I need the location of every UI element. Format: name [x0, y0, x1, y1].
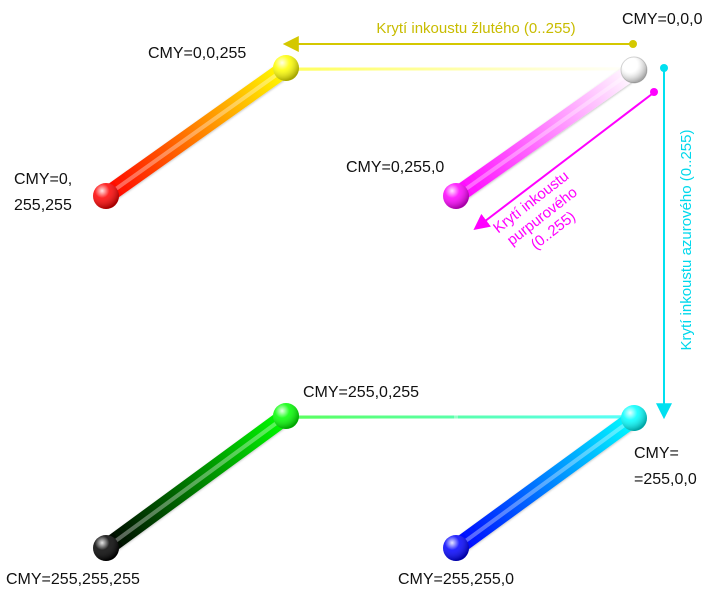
cube-edge [277, 59, 643, 79]
magenta-axis-arrow [473, 93, 653, 230]
vertex-sphere-shading [621, 405, 647, 431]
cube-vertices [93, 55, 648, 561]
vertex-label-back-top-right: CMY=0,0,0 [622, 11, 703, 28]
cube-edge-highlight [454, 416, 636, 550]
vertex-label-front-top-right: CMY=0,255,0 [346, 159, 444, 176]
cyan-axis-label: Krytí inkoustu azurového (0..255) [678, 130, 695, 351]
yellow-axis-origin-dot [629, 40, 637, 48]
vertex-sphere-shading [93, 183, 119, 209]
vertex-sphere-shading [443, 183, 469, 209]
vertex-sphere-shading [443, 535, 469, 561]
yellow-axis: Krytí inkoustu žlutého (0..255) [282, 20, 637, 52]
yellow-axis-label: Krytí inkoustu žlutého (0..255) [376, 20, 575, 37]
magenta-axis-origin-dot [650, 88, 658, 96]
vertex-label-back-bottom-right-line-2: =255,0,0 [634, 471, 697, 488]
vertex-sphere-shading [93, 535, 119, 561]
cube-edge-highlight [454, 68, 636, 198]
cube-edge [447, 409, 643, 557]
cube-edge-highlight [284, 66, 636, 72]
cube-edge-highlight [104, 414, 288, 550]
vertex-label-back-top-left: CMY=0,0,255 [148, 45, 246, 62]
vertex-label-back-bottom-left: CMY=255,0,255 [303, 384, 419, 401]
cube-edge [447, 61, 643, 205]
vertex-sphere-shading [621, 57, 647, 83]
vertex-sphere-shading [273, 55, 299, 81]
cube-edge [97, 407, 295, 557]
vertex-label-front-top-left-line-1: CMY=0, [14, 171, 72, 188]
cyan-axis-origin-dot [660, 64, 668, 72]
vertex-label-front-bottom-left: CMY=255,255,255 [6, 571, 140, 588]
vertex-label-front-top-left-line-2: 255,255 [14, 197, 72, 214]
cyan-axis: Krytí inkoustu azurového (0..255) [656, 64, 695, 420]
cube-edges [97, 59, 643, 557]
cube-edge [97, 59, 295, 205]
vertex-label-back-bottom-right-line-1: CMY= [634, 445, 679, 462]
vertex-sphere-shading [273, 403, 299, 429]
cube-edge-highlight [104, 66, 288, 198]
vertex-label-front-bottom-right: CMY=255,255,0 [398, 571, 514, 588]
